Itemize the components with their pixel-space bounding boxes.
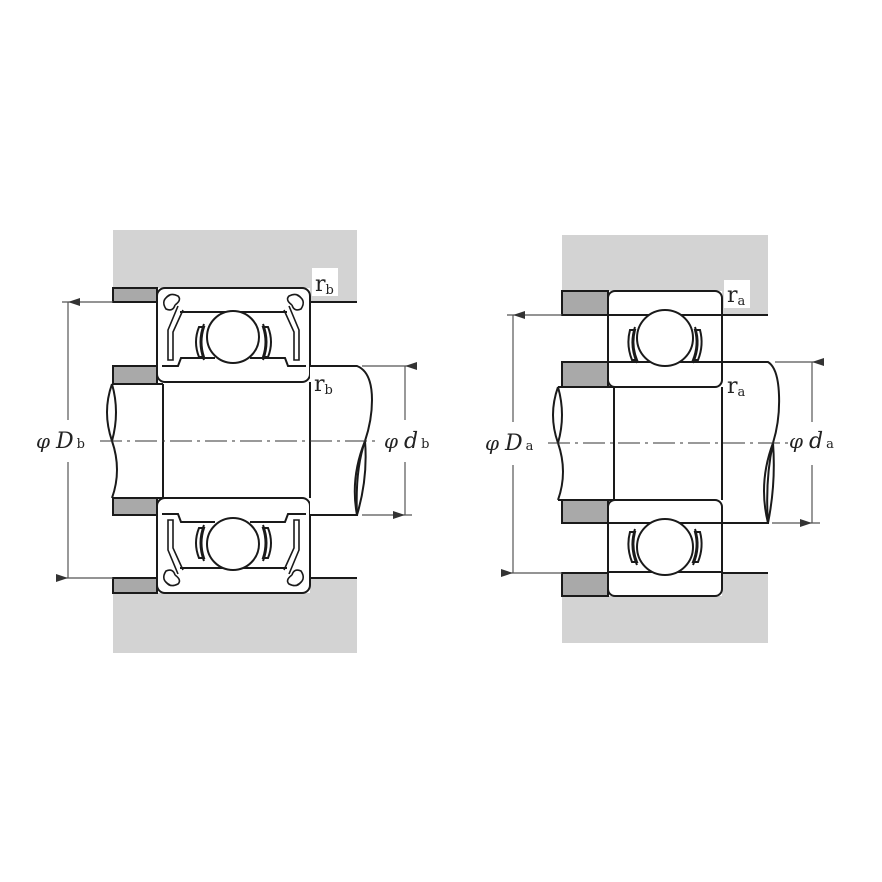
right-figure-open-bearing xyxy=(548,235,790,643)
ball-bottom-right xyxy=(636,518,694,576)
right-dimensions xyxy=(501,311,824,577)
left-dimensions xyxy=(56,298,417,582)
rb-inner-label: rb xyxy=(314,372,333,398)
spacer-outer-top-right xyxy=(561,290,609,316)
spacer-outer-bottom-right xyxy=(561,572,609,597)
spacer-inner-top-right xyxy=(561,361,609,388)
spacer-inner-top-left xyxy=(112,365,158,385)
ball-bottom-left xyxy=(206,517,260,571)
spacer-inner-bottom-right xyxy=(561,499,609,524)
ra-outer-label: ra xyxy=(727,283,746,309)
left-figure-shielded-bearing xyxy=(100,230,380,653)
spacer-outer-top-left xyxy=(112,287,158,303)
ball-top-left xyxy=(206,310,260,364)
spacer-inner-bottom-left xyxy=(112,497,158,516)
shaft-right xyxy=(722,361,781,524)
rb-outer-label: rb xyxy=(315,272,334,298)
ball-top-right xyxy=(636,309,694,367)
ra-inner-label: ra xyxy=(727,374,746,400)
spacer-outer-bottom-left xyxy=(112,577,158,594)
